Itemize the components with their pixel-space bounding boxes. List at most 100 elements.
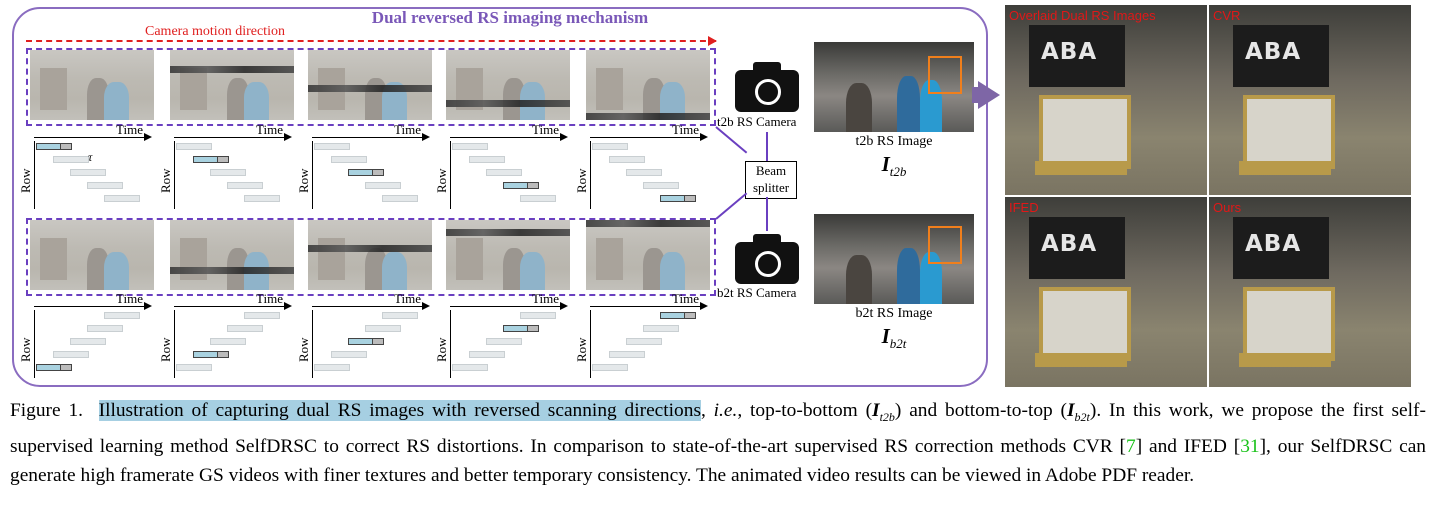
b2t-exposure-bar	[244, 312, 280, 319]
t2b-row-label: Row	[574, 168, 589, 193]
sign-text: ABA	[1041, 231, 1098, 257]
t2b-camera-icon	[735, 62, 799, 112]
t2b-exposure-bar	[227, 182, 263, 189]
caption-ref-cvr[interactable]: 7	[1126, 435, 1136, 457]
t2b-time-arrow-head	[560, 133, 568, 141]
caption-highlight: Illustration of capturing dual RS images…	[98, 400, 701, 421]
t2b-exposure-bar	[643, 182, 679, 189]
caption-sub2: b2t	[1074, 409, 1090, 424]
sign-text: ABA	[1245, 39, 1302, 65]
t2b-exposure-bar-active	[36, 143, 72, 150]
t2b-row-label: Row	[296, 168, 311, 193]
b2t-frames-group	[26, 218, 716, 296]
b2t-exposure-bar	[104, 312, 140, 319]
t2b-row-axis	[590, 141, 591, 209]
motion-arrow	[26, 40, 716, 44]
b2t-exposure-bar	[70, 338, 106, 345]
beam-splitter-line1: Beam	[755, 163, 787, 178]
t2b-row-label: Row	[434, 168, 449, 193]
b2t-row-axis	[590, 310, 591, 378]
t2b-camera-label: t2b RS Camera	[717, 114, 797, 129]
t2b-row-axis	[174, 141, 175, 209]
t2b-frame	[446, 50, 570, 120]
caption-part1: , top-to-bottom (	[737, 400, 873, 421]
b2t-frame	[30, 220, 154, 290]
caption-part5: ], our SelfDRSC can generate high framer…	[10, 435, 1426, 486]
b2t-exposure-bar	[331, 351, 367, 358]
t2b-frame	[30, 50, 154, 120]
b2t-row-label: Row	[296, 337, 311, 362]
t2b-exposure-bar	[87, 182, 123, 189]
t2b-frame	[170, 50, 294, 120]
panel-title: Dual reversed RS imaging mechanism	[371, 8, 649, 27]
b2t-exposure-bar-active	[36, 364, 72, 371]
sign-shape	[1029, 217, 1125, 279]
b2t-time-label: Time	[532, 291, 559, 306]
t2b-time-label: Time	[256, 122, 283, 137]
t2b-exposure-bar-active	[660, 195, 696, 202]
beam-splitter-box: Beam splitter	[745, 161, 797, 199]
t2b-exposure-bar	[592, 143, 628, 150]
motion-arrow-head	[708, 36, 717, 46]
b2t-time-arrow-head	[700, 302, 708, 310]
crop-label-cvr: CVR	[1213, 8, 1241, 23]
t2b-exposure-bar-active	[193, 156, 229, 163]
b2t-frame	[170, 220, 294, 290]
b2t-rs-image	[814, 214, 974, 304]
caption-prefix: Figure 1.	[10, 400, 83, 421]
caption-sym2: I	[1067, 400, 1075, 421]
t2b-exposure-bar	[365, 182, 401, 189]
t2b-exposure-bar	[314, 143, 350, 150]
splitter-up-line	[766, 132, 768, 161]
b2t-exposure-bar	[486, 338, 522, 345]
b2t-exposure-bar	[609, 351, 645, 358]
sign-shape	[1233, 217, 1329, 279]
b2t-camera-icon	[735, 234, 799, 284]
b2t-row-label: Row	[18, 337, 33, 362]
t2b-time-axis	[174, 137, 286, 138]
b2t-time-label: Time	[256, 291, 283, 306]
mechanism-panel	[12, 7, 988, 387]
b2t-exposure-bar	[469, 351, 505, 358]
b2t-row-label: Row	[434, 337, 449, 362]
b2t-time-axis	[34, 306, 146, 307]
b2t-time-label: Time	[394, 291, 421, 306]
sign-shape	[1029, 25, 1125, 87]
b2t-time-arrow-head	[144, 302, 152, 310]
b2t-exposure-bar	[365, 325, 401, 332]
b2t-frame	[308, 220, 432, 290]
b2t-exposure-bar	[382, 312, 418, 319]
b2t-camera-label: b2t RS Camera	[717, 285, 797, 300]
t2b-exposure-bar	[176, 143, 212, 150]
b2t-image-label: b2t RS Image	[855, 306, 933, 321]
caption-ref-ifed[interactable]: 31	[1240, 435, 1260, 457]
t2b-symbol: It2b	[881, 152, 907, 180]
b2t-time-axis	[450, 306, 562, 307]
b2t-row-axis	[450, 310, 451, 378]
crop-label-overlaid: Overlaid Dual RS Images	[1009, 8, 1156, 23]
t2b-exposure-bar	[331, 156, 367, 163]
b2t-row-label: Row	[158, 337, 173, 362]
t2b-exposure-bar	[70, 169, 106, 176]
b2t-time-axis	[312, 306, 424, 307]
b2t-exposure-bar	[227, 325, 263, 332]
b2t-exposure-bar	[643, 325, 679, 332]
t2b-frame	[308, 50, 432, 120]
beam-splitter-line2: splitter	[752, 180, 790, 195]
b2t-row-axis	[174, 310, 175, 378]
crop-cvr: ABA CVR	[1209, 5, 1411, 195]
t2b-exposure-bar	[104, 195, 140, 202]
t2b-time-axis	[34, 137, 146, 138]
t2b-exposure-bar	[626, 169, 662, 176]
b2t-frame	[446, 220, 570, 290]
b2t-row-axis	[312, 310, 313, 378]
t2b-exposure-bar	[486, 169, 522, 176]
t2b-exposure-bar-active	[348, 169, 384, 176]
b2t-exposure-bar-active	[660, 312, 696, 319]
t2b-row-axis	[312, 141, 313, 209]
b2t-exposure-bar-active	[503, 325, 539, 332]
t2b-time-axis	[312, 137, 424, 138]
comparison-arrow	[978, 81, 1000, 109]
